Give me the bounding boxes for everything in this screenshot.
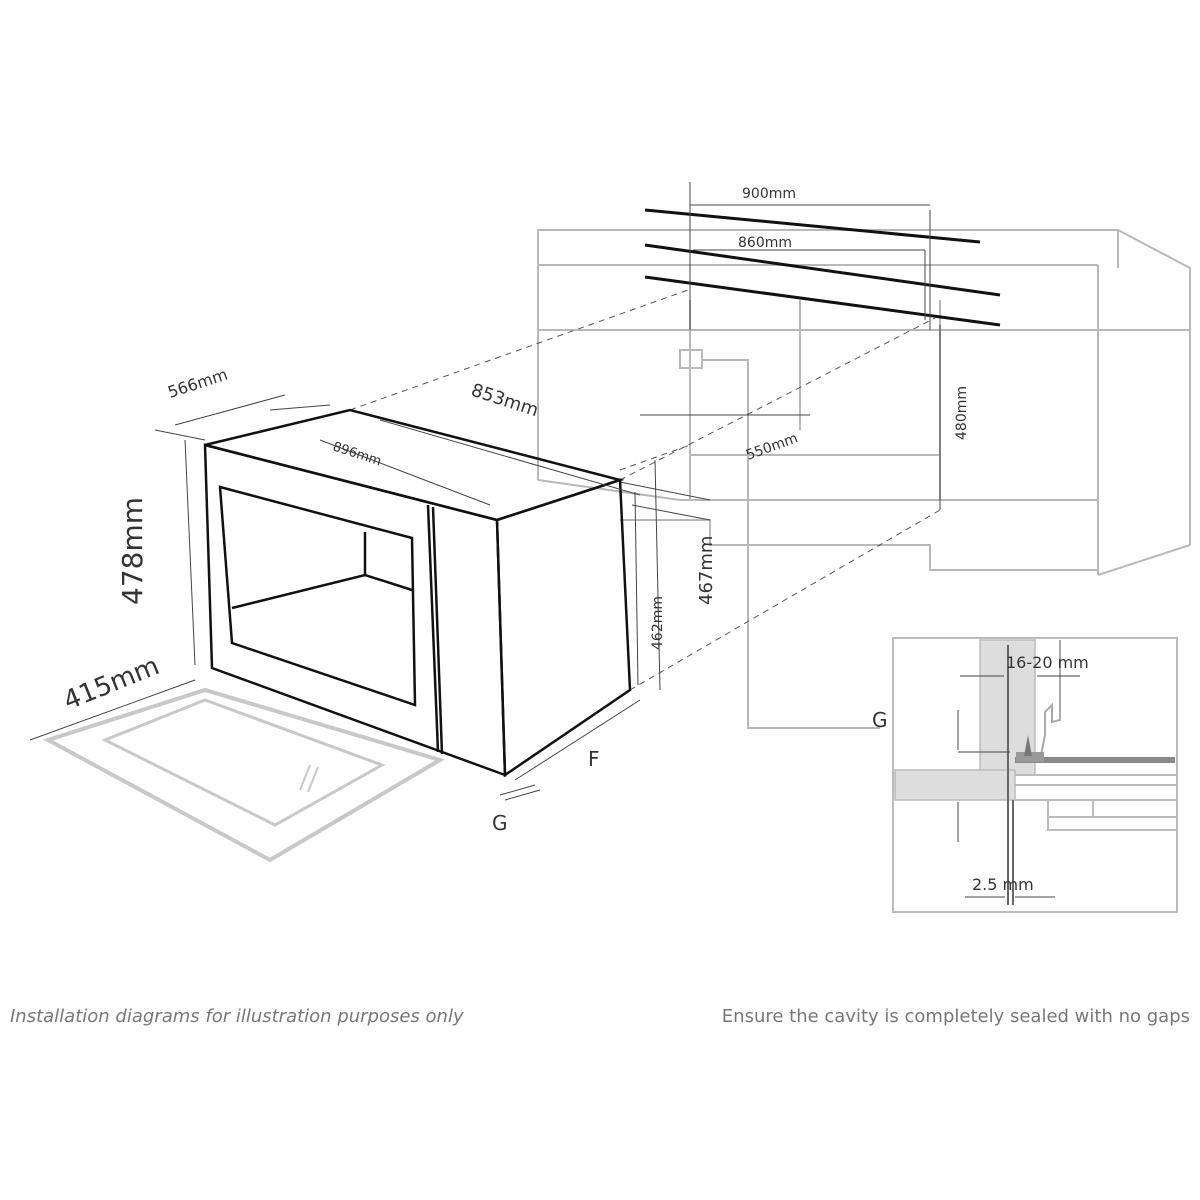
dim-566mm: 566mm	[165, 365, 230, 402]
dim-860mm: 860mm	[738, 235, 792, 251]
dim-480mm: 480mm	[954, 386, 970, 440]
dim-462mm: 462mm	[650, 596, 666, 650]
door-tray	[42, 687, 445, 863]
dim-853mm: 853mm	[468, 380, 541, 421]
dim-550mm: 550mm	[744, 430, 800, 464]
dim-900mm: 900mm	[742, 186, 796, 202]
dim-896mm: 896mm	[331, 440, 383, 470]
projection-lines	[349, 289, 941, 691]
dim-16-20mm: 16-20 mm	[1006, 653, 1089, 672]
label-f: F	[588, 747, 600, 771]
dim-467mm: 467mm	[696, 536, 717, 605]
microwave	[203, 408, 632, 778]
dim-478mm: 478mm	[116, 497, 149, 605]
illustration-disclaimer: Installation diagrams for illustration p…	[10, 1006, 464, 1027]
sealing-note: Ensure the cavity is completely sealed w…	[721, 1006, 1190, 1027]
detail-label-g: G	[872, 708, 888, 732]
label-g: G	[492, 811, 508, 835]
dim-2-5mm: 2.5 mm	[972, 875, 1034, 894]
microwave-dimensions: 566mm 853mm 896mm 478mm 467mm 462mm 415m…	[29, 365, 717, 835]
seal-detail-inset: 16-20 mm 2.5 mm G	[872, 637, 1178, 913]
cabinet-dimensions: 900mm 860mm 550mm 480mm	[640, 182, 1001, 510]
